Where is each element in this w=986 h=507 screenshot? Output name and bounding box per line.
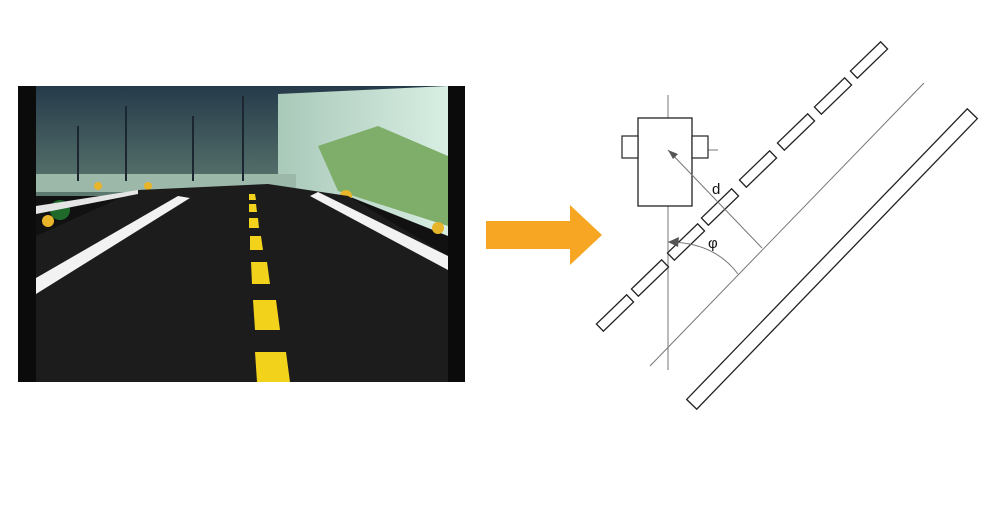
camera-image (18, 86, 465, 382)
distance-label: d (712, 181, 720, 198)
dash-segment (666, 222, 706, 262)
left-border (18, 86, 36, 382)
road-scene (18, 86, 465, 382)
angle-label: φ (708, 235, 718, 252)
dashed-lane-markings (595, 40, 889, 333)
dash-segment (849, 40, 889, 80)
dash-segment (813, 76, 853, 116)
light-poles (77, 96, 244, 181)
right-wheel (691, 135, 709, 159)
angle-arrowhead (668, 237, 679, 247)
distance-arrowhead (668, 150, 678, 159)
dash-segment (595, 293, 635, 333)
road-surface (36, 184, 448, 382)
right-white-line (310, 192, 448, 270)
dash-segment (700, 187, 740, 227)
dash-segment (630, 258, 670, 298)
dash-segment (738, 149, 778, 189)
left-white-line (36, 196, 190, 294)
solid-lane-edge (685, 107, 979, 411)
lane-center-line (649, 82, 925, 367)
left-wheel (621, 135, 639, 159)
distance-line (667, 149, 763, 249)
far-white-line (36, 190, 138, 214)
yellow-center-dashes (249, 194, 290, 382)
mural-hills (318, 126, 448, 226)
lane-pose-diagram: d φ (590, 30, 986, 419)
right-border (448, 86, 465, 382)
dash-segment (776, 112, 816, 152)
vehicle-body (637, 117, 693, 207)
right-arrow-icon (486, 205, 602, 270)
